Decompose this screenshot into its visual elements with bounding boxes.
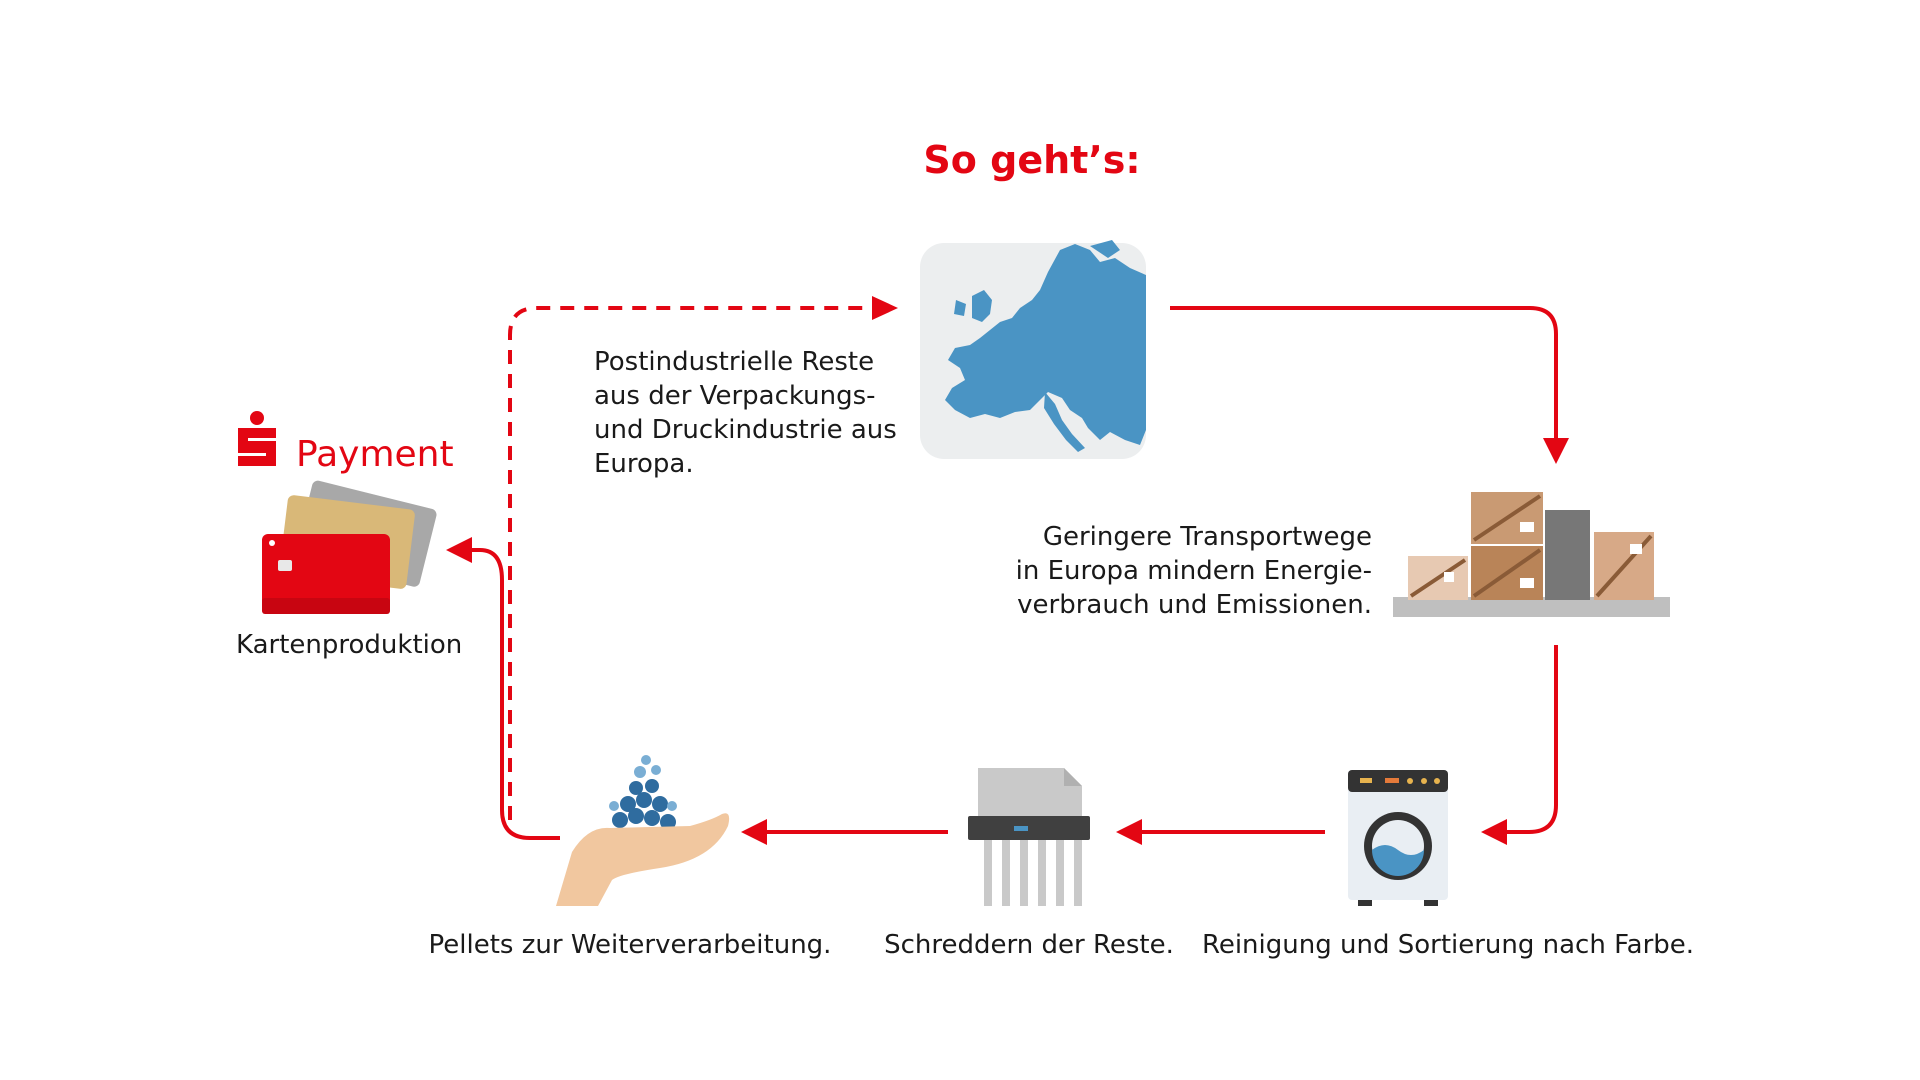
transport-label-line: verbrauch und Emissionen. — [1017, 590, 1372, 620]
pellets-hand-icon — [556, 755, 730, 906]
arrow-pellets-to-cards — [446, 537, 560, 840]
arrow-transport-to-cleaning — [1481, 645, 1558, 845]
pellets-label: Pellets zur Weiterverarbeitung. — [428, 930, 832, 960]
transport-label-line: in Europa mindern Energie- — [1015, 556, 1372, 586]
credit-cards-icon — [262, 480, 437, 614]
arrow-shredder-to-pellets — [741, 819, 948, 845]
europe-label-line: aus der Verpackungs- — [594, 381, 876, 411]
europe-label: Postindustrielle Reste aus der Verpackun… — [594, 345, 934, 481]
europe-label-line: und Druckindustrie aus — [594, 415, 897, 445]
arrow-cleaning-to-shredder — [1116, 819, 1325, 845]
boxes-pallet-icon — [1393, 492, 1670, 617]
transport-label: Geringere Transportwege in Europa minder… — [1000, 520, 1372, 622]
cards-label: Kartenproduktion — [236, 630, 463, 660]
europe-label-line: Europa. — [594, 449, 694, 479]
shredder-icon — [968, 768, 1090, 906]
arrow-europe-to-transport — [1170, 306, 1569, 464]
europe-label-line: Postindustrielle Reste — [594, 347, 875, 377]
sparkasse-s-logo — [236, 410, 278, 468]
europe-map-icon — [920, 240, 1146, 459]
page-title: So geht’s: — [923, 138, 1141, 182]
shredding-label: Schreddern der Reste. — [884, 930, 1174, 960]
washing-machine-icon — [1348, 770, 1448, 906]
brand-name: Payment — [296, 434, 454, 475]
cleaning-label: Reinigung und Sortierung nach Farbe. — [1201, 930, 1695, 960]
arrow-dashed-to-europe — [508, 296, 898, 820]
transport-label-line: Geringere Transportwege — [1042, 522, 1372, 552]
